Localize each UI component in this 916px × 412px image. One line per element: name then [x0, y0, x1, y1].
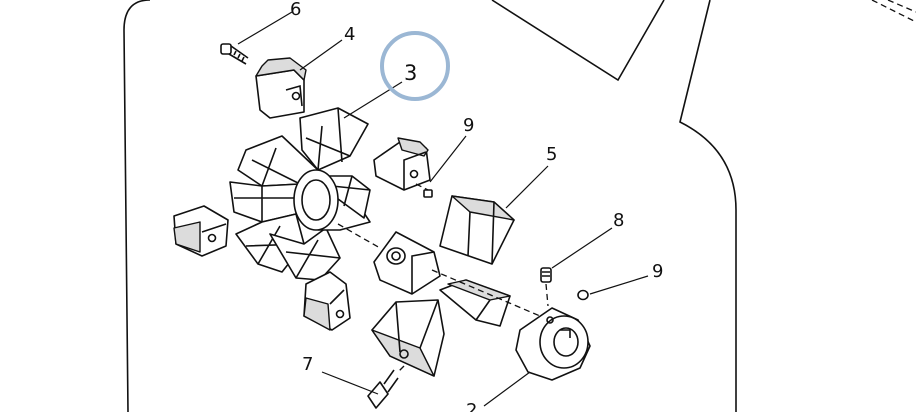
callout-2: 2 [466, 400, 477, 412]
bolt-7 [367, 369, 399, 409]
callout-5: 5 [546, 144, 557, 165]
leader-lines [237, 11, 649, 407]
wedge-lower [371, 299, 445, 377]
set-screw-8 [540, 267, 552, 283]
housing-outline [123, 0, 916, 412]
hub-2 [515, 307, 591, 381]
callout-3: 3 [404, 61, 417, 85]
nut-9-upper [423, 189, 433, 198]
bolt-plate [373, 231, 441, 295]
callout-9-upper: 9 [463, 115, 474, 136]
washer-9-right [577, 289, 589, 301]
callout-8: 8 [613, 210, 624, 231]
callout-4: 4 [344, 24, 355, 45]
callout-9-right: 9 [652, 261, 663, 282]
rubber-block-top [255, 57, 307, 119]
rubber-block-bottom [303, 271, 351, 331]
wedge-5-upper [439, 195, 515, 265]
screw-6 [220, 43, 249, 65]
callout-6: 6 [290, 0, 301, 20]
wedge-middle [439, 279, 511, 327]
callout-7: 7 [302, 354, 313, 375]
highlight-circle [380, 31, 450, 101]
spider-element [229, 107, 371, 281]
rubber-block-right-upper [373, 137, 431, 191]
rubber-block-left [173, 205, 229, 257]
alignment-lines [337, 183, 549, 373]
